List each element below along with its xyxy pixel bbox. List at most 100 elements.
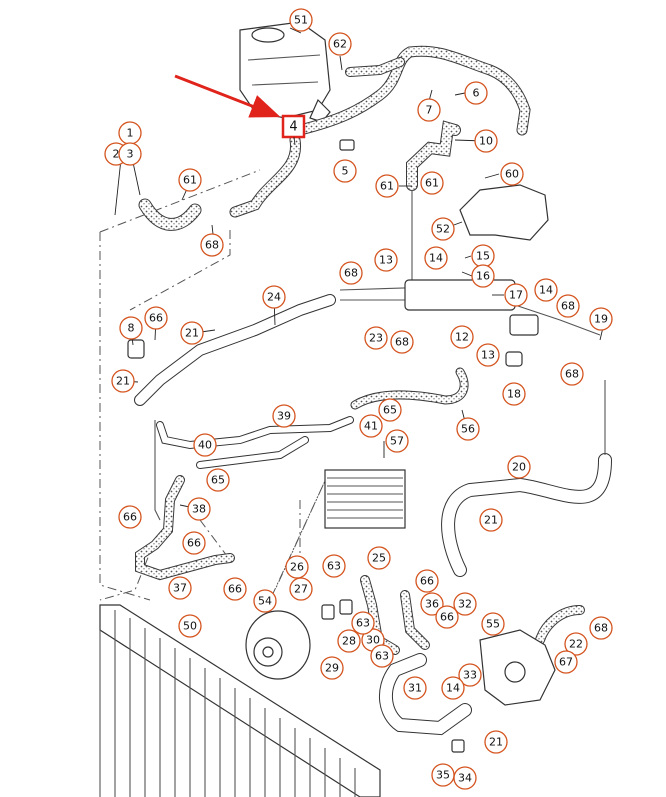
callout-8: 8 bbox=[119, 316, 143, 340]
svg-text:51: 51 bbox=[294, 14, 308, 27]
callout-19: 19 bbox=[589, 307, 613, 331]
svg-text:61: 61 bbox=[425, 177, 439, 190]
svg-text:68: 68 bbox=[594, 622, 608, 635]
svg-text:33: 33 bbox=[463, 669, 477, 682]
svg-text:65: 65 bbox=[211, 474, 225, 487]
components bbox=[99, 139, 556, 797]
highlight-box bbox=[281, 114, 306, 139]
callout-11: 61 bbox=[420, 171, 444, 195]
svg-text:68: 68 bbox=[395, 336, 409, 349]
svg-text:68: 68 bbox=[205, 239, 219, 252]
callout-66d: 66 bbox=[223, 577, 247, 601]
callout-68e: 68 bbox=[560, 362, 584, 386]
callout-23: 23 bbox=[364, 326, 388, 350]
svg-text:66: 66 bbox=[149, 312, 163, 325]
callout-52: 52 bbox=[431, 217, 455, 241]
svg-text:54: 54 bbox=[258, 595, 272, 608]
svg-text:29: 29 bbox=[325, 662, 339, 675]
callout-13b: 13 bbox=[476, 343, 500, 367]
svg-text:13: 13 bbox=[481, 349, 495, 362]
svg-text:21: 21 bbox=[484, 514, 498, 527]
callout-14b: 14 bbox=[534, 278, 558, 302]
callout-21b: 21 bbox=[111, 369, 135, 393]
svg-text:18: 18 bbox=[507, 388, 521, 401]
svg-text:65: 65 bbox=[383, 404, 397, 417]
callout-38: 38 bbox=[187, 497, 211, 521]
callout-17: 17 bbox=[504, 283, 528, 307]
svg-text:61: 61 bbox=[183, 174, 197, 187]
callout-27: 27 bbox=[289, 577, 313, 601]
svg-text:68: 68 bbox=[565, 368, 579, 381]
callout-61a: 61 bbox=[375, 174, 399, 198]
svg-text:10: 10 bbox=[479, 135, 493, 148]
callout-21d: 21 bbox=[484, 730, 508, 754]
callout-66a: 66 bbox=[144, 306, 168, 330]
callout-10: 10 bbox=[474, 129, 498, 153]
callout-68d: 68 bbox=[390, 330, 414, 354]
callout-14c: 14 bbox=[441, 676, 465, 700]
svg-text:21: 21 bbox=[185, 327, 199, 340]
svg-text:27: 27 bbox=[294, 583, 308, 596]
callout-1: 1 bbox=[118, 121, 142, 145]
callout-16: 16 bbox=[471, 264, 495, 288]
callout-55: 55 bbox=[481, 612, 505, 636]
callout-31: 31 bbox=[403, 676, 427, 700]
svg-text:38: 38 bbox=[192, 503, 206, 516]
callout-50: 50 bbox=[178, 614, 202, 638]
svg-text:13: 13 bbox=[379, 254, 393, 267]
callout-6: 6 bbox=[464, 81, 488, 105]
svg-text:14: 14 bbox=[539, 284, 553, 297]
callout-12: 12 bbox=[450, 325, 474, 349]
svg-text:22: 22 bbox=[569, 638, 583, 651]
callout-24: 24 bbox=[262, 285, 286, 309]
svg-text:61: 61 bbox=[380, 180, 394, 193]
callout-39: 39 bbox=[272, 404, 296, 428]
callout-68a: 68 bbox=[339, 261, 363, 285]
callout-61b: 61 bbox=[178, 168, 202, 192]
hose-group bbox=[135, 45, 585, 655]
callout-28: 28 bbox=[337, 629, 361, 653]
svg-text:66: 66 bbox=[420, 575, 434, 588]
svg-text:66: 66 bbox=[187, 537, 201, 550]
svg-text:17: 17 bbox=[509, 289, 523, 302]
svg-text:63: 63 bbox=[375, 650, 389, 663]
callout-67: 67 bbox=[554, 650, 578, 674]
svg-text:62: 62 bbox=[333, 38, 347, 51]
svg-text:40: 40 bbox=[198, 439, 212, 452]
svg-text:5: 5 bbox=[342, 165, 349, 178]
svg-text:66: 66 bbox=[440, 611, 454, 624]
callout-32: 32 bbox=[453, 592, 477, 616]
callout-5: 5 bbox=[333, 159, 357, 183]
svg-text:19: 19 bbox=[594, 313, 608, 326]
callout-20: 20 bbox=[507, 455, 531, 479]
callout-63c: 63 bbox=[370, 644, 394, 668]
svg-text:1: 1 bbox=[127, 127, 134, 140]
svg-text:24: 24 bbox=[267, 291, 281, 304]
svg-text:67: 67 bbox=[559, 656, 573, 669]
svg-text:28: 28 bbox=[342, 635, 356, 648]
svg-text:6: 6 bbox=[473, 87, 480, 100]
svg-text:63: 63 bbox=[327, 560, 341, 573]
callout-54: 54 bbox=[253, 589, 277, 613]
svg-text:50: 50 bbox=[183, 620, 197, 633]
callout-37: 37 bbox=[168, 576, 192, 600]
callout-66c: 66 bbox=[182, 531, 206, 555]
callout-29: 29 bbox=[320, 656, 344, 680]
svg-text:15: 15 bbox=[476, 250, 490, 263]
callout-62: 62 bbox=[328, 32, 352, 56]
callout-36: 36 bbox=[420, 592, 444, 616]
svg-text:26: 26 bbox=[290, 561, 304, 574]
svg-text:14: 14 bbox=[446, 682, 460, 695]
svg-text:68: 68 bbox=[344, 267, 358, 280]
callout-3: 3 bbox=[118, 142, 142, 166]
callout-41: 41 bbox=[359, 414, 383, 438]
highlight-number: 4 bbox=[289, 120, 297, 135]
svg-text:56: 56 bbox=[461, 423, 475, 436]
callout-21c: 21 bbox=[479, 508, 503, 532]
assembly-outline-lower bbox=[99, 500, 301, 601]
callouts: 51 62 6 7 10 60 61 52 15 16 17 14 68 19 … bbox=[104, 8, 613, 790]
svg-text:8: 8 bbox=[128, 322, 135, 335]
svg-text:30: 30 bbox=[366, 634, 380, 647]
callout-66f: 66 bbox=[435, 605, 459, 629]
